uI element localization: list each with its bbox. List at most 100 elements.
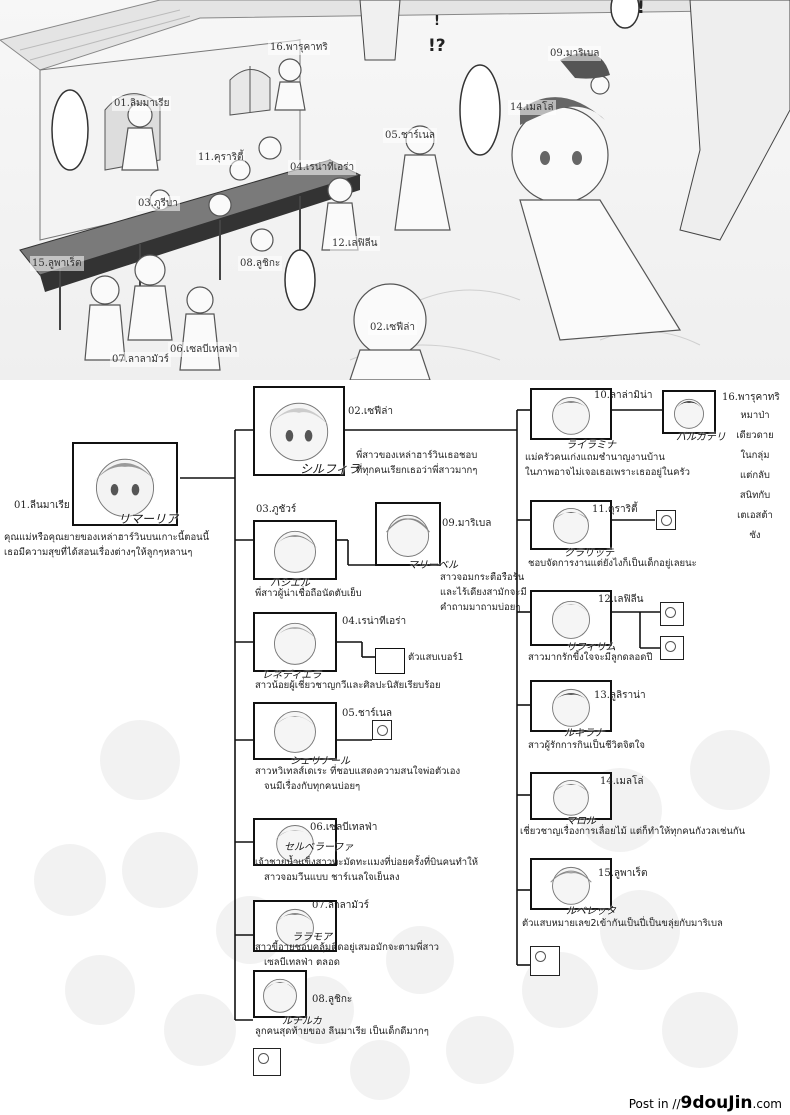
portrait-drawing: [268, 402, 330, 462]
exclaim-mark-3: !: [434, 14, 440, 29]
description-05: สาวหวิเทลส์เดเระ ที่ชอบแสดงความสนใจพ่อตั…: [255, 766, 461, 792]
child-thumbnail: [660, 636, 684, 660]
name-11: 11.คุราริตี้: [592, 504, 638, 515]
child-thumbnail: [253, 1048, 281, 1076]
signature-10: ライラミナ: [566, 440, 616, 451]
signature-13: ルキラナ: [564, 728, 604, 739]
portrait-drawing: [550, 600, 592, 639]
name-12: 12.เลฟิลีน: [598, 594, 644, 605]
name-13: 13.ลูลิราน่า: [594, 690, 646, 701]
description-14: เชี่ยวชาญเรื่องการเลื่อยไม้ แต่ก็ทำให้ทุ…: [520, 826, 746, 837]
name-16: 16.พารุคาทริ: [722, 392, 780, 403]
scene-label: 04.เรน่าทีเอร่า: [288, 160, 357, 175]
scene-label: 01.ลิมมาเรีย: [112, 96, 172, 111]
scene-label: 03.ภูรีบา: [136, 196, 180, 211]
illustration-scene: ! !? ! 16.พารุคาทริ 09.มาริเบล 01.ลิมมาเ…: [0, 0, 790, 380]
scene-label: 07.ลาลามัวร์: [110, 352, 171, 367]
footer-suffix: .com: [752, 1097, 782, 1111]
signature-08: ルチルカ: [282, 1016, 322, 1027]
footer-site: 9douJin: [680, 1093, 753, 1113]
portrait-11: [530, 500, 612, 550]
root-signature: リマーリア: [118, 512, 179, 526]
scene-drawing: [0, 0, 790, 380]
scene-label: 09.มาริเบล: [548, 46, 602, 61]
signature-15: ルペレッタ: [566, 906, 616, 917]
portrait-drawing: [272, 530, 318, 573]
signature-04: レネディエラ: [262, 670, 322, 681]
description-16-line: ซัง: [749, 530, 761, 541]
name-09: 09.มาริเบล: [442, 518, 492, 529]
portrait-12: [530, 590, 612, 646]
scene-label: 11.คุราริตี้: [196, 150, 246, 165]
portrait-07: [253, 900, 337, 952]
description-07: สาวขี้อายชอบคลุ้มติดอยู่เสมอมักจะตามพี่ส…: [255, 942, 439, 968]
description-09: สาวจอมกระตือรือร้น และไร้เดียงสามักจะมี …: [440, 572, 527, 613]
tree-connectors: [180, 409, 662, 1021]
portrait-drawing: [272, 622, 318, 665]
name-05: 05.ชาร์เนล: [342, 708, 393, 719]
description-16-line: สนิทกับ: [739, 490, 771, 501]
description-12: สาวมากรักขี้งใจจะมีลูกดลอดปี: [528, 652, 653, 663]
root-number: 01.ลีนมาเรีย: [14, 500, 70, 511]
name-07: 07.ลาลามัวร์: [312, 900, 369, 911]
portrait-drawing: [674, 398, 704, 429]
exclaim-mark-2: !?: [428, 36, 446, 56]
portrait-03: [253, 520, 337, 580]
signature-12: リフィリム: [566, 642, 616, 653]
family-tree: リマーリア 01.ลีนมาเรีย คุณแม่หรือคุณยายของเห…: [0, 380, 790, 1115]
scene-label: 15.ลูพาเร็ต: [30, 256, 84, 271]
name-14: 14.เมลโล่: [600, 776, 644, 787]
description-09-extra: ตัวแสบเบอร์1: [408, 652, 464, 663]
description-16: หมาป่า เดียวดาย ในกลุ่ม แต่กลับ สนิทกับ …: [728, 406, 782, 546]
portrait-root: [72, 442, 178, 526]
description-02: พี่สาวของเหล่าฮาร์วินเธอชอบ ที่ทุกคนเรีย…: [356, 450, 478, 476]
portrait-15: [530, 858, 612, 910]
scene-label: 02.เซฟีล่า: [368, 320, 417, 335]
portrait-drawing: [551, 507, 591, 544]
portrait-mini-04: [375, 648, 405, 674]
signature-09: マリーベル: [408, 560, 458, 571]
portrait-drawing: [274, 908, 316, 947]
portrait-drawing: [551, 779, 591, 816]
scene-label: 08.ลูชิกะ: [238, 256, 283, 271]
description-08: ลูกคนสุดท้ายของ ลีนมาเรีย เป็นเด็กดีมากๆ: [255, 1026, 429, 1037]
child-thumbnail: [530, 946, 560, 976]
portrait-02: [253, 386, 345, 476]
signature-07: ララモア: [292, 932, 332, 943]
child-thumbnail: [660, 602, 684, 626]
portrait-drawing: [550, 866, 592, 905]
portrait-drawing: [386, 514, 430, 557]
portrait-drawing: [263, 978, 297, 1013]
signature-02: シルフィラ: [300, 462, 360, 476]
child-thumbnail: [372, 720, 392, 740]
signature-11: クラリッテ: [564, 548, 614, 559]
portrait-08: [253, 970, 307, 1018]
portrait-drawing: [550, 688, 592, 727]
footer-watermark: Post in //9douJin.com: [629, 1093, 782, 1113]
root-description: คุณแม่หรือคุณยายของเหล่าฮาร์วินบนเกาะนี้…: [4, 532, 210, 558]
scene-label: 05.ชาร์เนล: [383, 128, 438, 143]
name-04: 04.เรน่าทีเอร่า: [342, 616, 407, 627]
portrait-06: [253, 818, 337, 866]
footer-prefix: Post in //: [628, 1097, 681, 1111]
child-thumbnail: [656, 510, 676, 530]
description-13: สาวผู้รักการกินเป็นชีวิตจิตใจ: [528, 740, 645, 751]
name-08: 08.ลูชิกะ: [312, 994, 353, 1005]
scene-label: 12.เลฟิลีน: [330, 236, 380, 251]
signature-14: マロル: [566, 816, 596, 827]
name-03: 03.ภูชัวร์: [256, 504, 297, 515]
portrait-10: [530, 388, 612, 440]
signature-16: パルカテリ: [676, 432, 726, 443]
portrait-16: [662, 390, 716, 434]
name-15: 15.ลูพาเร็ต: [598, 868, 648, 879]
portrait-drawing: [550, 396, 592, 435]
description-16-line: หมาป่า: [740, 410, 770, 421]
background-crowd: [34, 720, 770, 1100]
portrait-13: [530, 680, 612, 732]
description-16-line: เดียวดาย: [736, 430, 774, 441]
description-16-line: เตเอสต้า: [737, 510, 773, 521]
exclaim-mark-1: !: [637, 0, 645, 18]
signature-06: セルベラーファ: [284, 842, 354, 853]
portrait-drawing: [274, 825, 316, 863]
signature-03: ハシエル: [270, 578, 310, 589]
